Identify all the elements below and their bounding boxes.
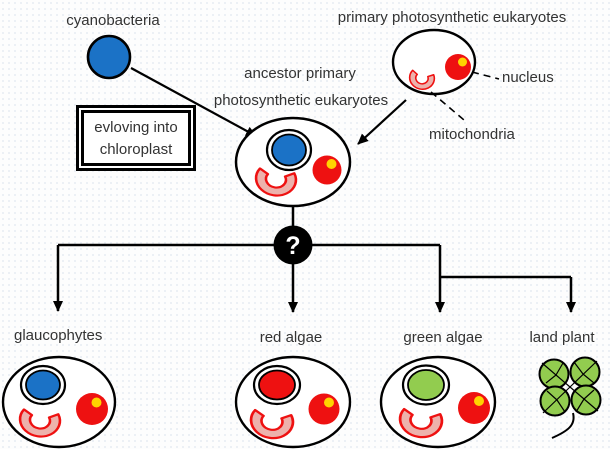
nucleus-shape [445, 54, 471, 80]
label-ancestor-line1: ancestor primary [244, 65, 356, 82]
lineage-tree-lines [53, 206, 576, 313]
evolving-box-text-line1: evloving into [94, 118, 178, 136]
chloroplast-body [407, 369, 445, 401]
label-red-algae: red algae [259, 329, 323, 346]
question-node-circle [273, 225, 313, 265]
cyanobacteria-cell [86, 34, 132, 80]
label-green-algae: green algae [403, 329, 483, 346]
label-mitochondria: mitochondria [429, 126, 515, 143]
nucleus-shape [76, 393, 108, 425]
nucleolus-dot [324, 397, 334, 408]
label-land-plant: land plant [529, 329, 595, 346]
evolving-box-text-line2: chloroplast [99, 140, 173, 158]
chloroplast-body [25, 369, 61, 401]
nucleus-shape [458, 392, 490, 424]
evolving-box-inner-border: evloving into chloroplast [81, 110, 191, 166]
red-algae-cell [234, 355, 352, 449]
chloroplast-body [258, 369, 296, 401]
primary-eukaryote-cell [391, 28, 477, 96]
glaucophyte-cell [1, 355, 117, 449]
nucleus-shape [312, 155, 342, 185]
cyanobacteria-body [86, 34, 132, 80]
land-plant-clover [538, 356, 602, 439]
label-glaucophytes: glaucophytes [14, 327, 103, 344]
label-ancestor-line2: photosynthetic eukaryotes [213, 92, 389, 109]
mitochondria-pointer-line [430, 91, 465, 121]
question-mark-text: ? [285, 232, 300, 260]
nucleolus-dot [326, 159, 337, 169]
clover-veins [541, 360, 599, 414]
question-node: ? [273, 225, 313, 265]
label-primary-eukaryotes: primary photosynthetic eukaryotes [337, 9, 567, 26]
arrow-cyanobacteria-to-ancestor [130, 67, 257, 137]
green-algae-cell [379, 355, 497, 449]
clover-stem [551, 412, 575, 439]
label-nucleus: nucleus [502, 69, 554, 86]
nucleus-shape [308, 393, 340, 425]
arrow-primary-eukaryote-to-ancestor [357, 99, 407, 145]
label-cyanobacteria: cyanobacteria [66, 12, 160, 29]
chloroplast-body [271, 133, 307, 167]
evolving-into-chloroplast-box: evloving into chloroplast [76, 105, 196, 171]
nucleolus-dot [474, 396, 484, 406]
nucleus-pointer-line [471, 71, 500, 80]
nucleolus-dot [91, 397, 102, 408]
nucleolus-dot [458, 57, 467, 67]
ancestor-cell [234, 116, 352, 208]
